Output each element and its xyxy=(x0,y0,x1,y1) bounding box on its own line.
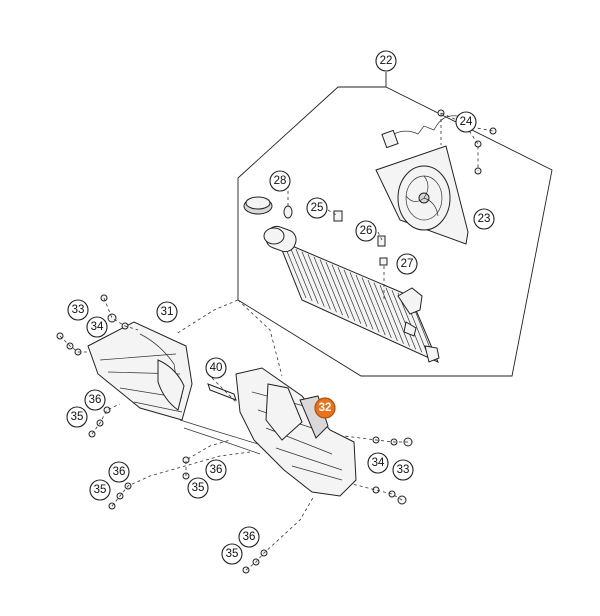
callout-circle xyxy=(306,197,328,219)
callout-33[interactable]: 33 xyxy=(392,459,414,481)
radiator-fin xyxy=(385,287,410,347)
radiator-fin xyxy=(283,243,307,299)
callout-label: 31 xyxy=(161,306,174,318)
callout-36[interactable]: 36 xyxy=(238,526,260,548)
radiator-fin xyxy=(343,269,368,327)
callout-label: 23 xyxy=(478,213,491,225)
callout-label: 34 xyxy=(91,321,104,333)
callout-label: 28 xyxy=(274,175,287,187)
callout-circle xyxy=(314,397,336,419)
callout-circle xyxy=(84,389,106,411)
callout-circle xyxy=(367,452,389,474)
radiator-fin xyxy=(325,261,349,319)
callout-circle xyxy=(238,526,260,548)
callout-label: 40 xyxy=(210,362,223,374)
callout-label: 33 xyxy=(72,304,85,316)
callout-label: 32 xyxy=(319,402,332,414)
callout-circle xyxy=(205,357,227,379)
callout-35[interactable]: 35 xyxy=(187,477,209,499)
callout-label: 36 xyxy=(113,466,126,478)
callout-label: 22 xyxy=(380,55,393,67)
callout-circle xyxy=(187,477,209,499)
radiator-cap xyxy=(243,196,273,215)
callout-27[interactable]: 27 xyxy=(396,253,418,275)
radiator-fin xyxy=(361,277,386,336)
radiator-fin xyxy=(349,272,374,330)
callout-label: 33 xyxy=(397,464,410,476)
callout-circle xyxy=(455,111,477,133)
radiator-fin xyxy=(355,274,380,333)
leaders-lower xyxy=(59,297,408,571)
callout-label: 24 xyxy=(460,116,473,128)
callout-circle xyxy=(375,50,397,72)
callout-circle xyxy=(66,406,88,428)
callout-circle xyxy=(86,316,108,338)
callout-22[interactable]: 22 xyxy=(375,50,397,72)
callout-23[interactable]: 23 xyxy=(473,208,495,230)
mesh-strip xyxy=(179,383,261,455)
callout-circle xyxy=(221,543,243,565)
callout-label: 27 xyxy=(401,258,414,270)
radiator-core xyxy=(263,205,440,363)
fasteners-upper xyxy=(333,109,497,266)
radiator-fin xyxy=(379,285,404,344)
callout-25[interactable]: 25 xyxy=(306,197,328,219)
callout-circle xyxy=(392,459,414,481)
callout-circle xyxy=(89,479,111,501)
callout-35[interactable]: 35 xyxy=(66,406,88,428)
radiator-fin xyxy=(337,267,362,324)
callout-28[interactable]: 28 xyxy=(269,170,291,192)
callout-label: 34 xyxy=(372,457,385,469)
radiator-fin xyxy=(313,256,337,313)
callout-32[interactable]: 32 xyxy=(314,397,336,419)
shroud-left xyxy=(87,321,193,421)
fan-assembly xyxy=(375,115,469,245)
callout-label: 35 xyxy=(192,482,205,494)
callout-label: 36 xyxy=(89,394,102,406)
callout-label: 25 xyxy=(311,202,324,214)
callout-label: 36 xyxy=(210,464,223,476)
callout-34[interactable]: 34 xyxy=(367,452,389,474)
radiator-fin xyxy=(301,251,325,307)
callout-circle xyxy=(205,459,227,481)
callout-label: 35 xyxy=(226,548,239,560)
callout-circle xyxy=(67,299,89,321)
callout-circle xyxy=(156,301,178,323)
callout-circle xyxy=(396,253,418,275)
callout-33[interactable]: 33 xyxy=(67,299,89,321)
radiator-fin xyxy=(331,264,356,321)
callout-35[interactable]: 35 xyxy=(89,479,111,501)
radiator-fin xyxy=(289,246,313,301)
callout-26[interactable]: 26 xyxy=(355,220,377,242)
callout-label: 35 xyxy=(94,484,107,496)
callout-circle xyxy=(473,208,495,230)
callout-36[interactable]: 36 xyxy=(84,389,106,411)
radiator-fin xyxy=(295,249,319,304)
callout-label: 35 xyxy=(71,411,84,423)
callout-36[interactable]: 36 xyxy=(205,459,227,481)
shroud-right xyxy=(235,367,357,497)
radiator-fin xyxy=(367,279,392,339)
callout-35[interactable]: 35 xyxy=(221,543,243,565)
callout-40[interactable]: 40 xyxy=(205,357,227,379)
radiator-fin xyxy=(391,290,417,350)
callout-31[interactable]: 31 xyxy=(156,301,178,323)
callout-34[interactable]: 34 xyxy=(86,316,108,338)
callout-circle xyxy=(108,461,130,483)
callout-24[interactable]: 24 xyxy=(455,111,477,133)
callout-circle xyxy=(269,170,291,192)
callout-circle xyxy=(355,220,377,242)
radiator-fin xyxy=(373,282,398,341)
radiator-fin xyxy=(319,259,343,316)
callout-label: 26 xyxy=(360,225,373,237)
callout-36[interactable]: 36 xyxy=(108,461,130,483)
radiator-fin xyxy=(307,254,331,310)
leaders-upper xyxy=(287,112,494,300)
callout-label: 36 xyxy=(243,531,256,543)
